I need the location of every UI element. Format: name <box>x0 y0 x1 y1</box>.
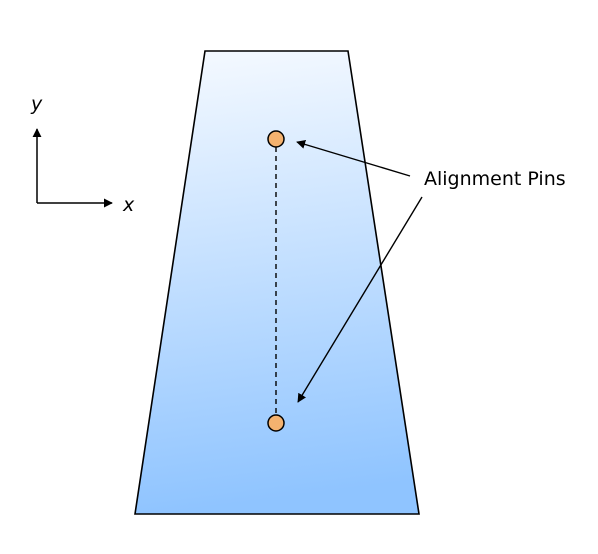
trapezoid-plate <box>134 50 420 515</box>
callout-arrows <box>296 140 423 403</box>
coordinate-axes: y x <box>30 93 135 216</box>
callout-arrow-bottom-pin <box>297 196 423 403</box>
y-axis-label: y <box>30 93 43 115</box>
callout-arrow-top-pin <box>296 140 411 177</box>
alignment-pins-label: Alignment Pins <box>424 168 566 190</box>
alignment-pin-top <box>267 130 285 148</box>
x-axis-label: x <box>122 194 135 216</box>
alignment-pin-bottom <box>267 414 285 432</box>
